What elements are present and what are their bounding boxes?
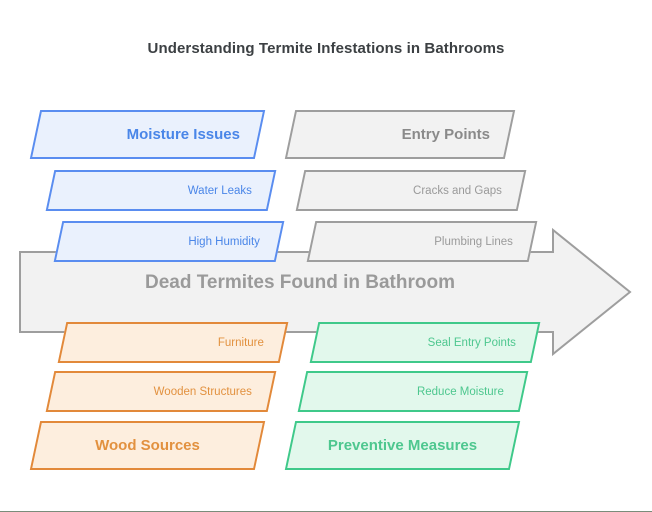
chip-label: Reduce Moisture: [417, 385, 504, 398]
center-label: Dead Termites Found in Bathroom: [144, 272, 455, 293]
chip-entry-points[interactable]: Entry Points: [284, 110, 516, 159]
chip-preventive-measures[interactable]: Preventive Measures: [284, 421, 521, 470]
chip-label: Entry Points: [401, 126, 490, 143]
chip-label: Moisture Issues: [126, 126, 240, 143]
chip-label: Furniture: [217, 336, 264, 349]
chip-cracks-and-gaps[interactable]: Cracks and Gaps: [295, 170, 527, 211]
chip-water-leaks[interactable]: Water Leaks: [45, 170, 277, 211]
chip-label: Cracks and Gaps: [413, 184, 502, 197]
chip-label: Seal Entry Points: [427, 336, 516, 349]
page-title: Understanding Termite Infestations in Ba…: [147, 40, 505, 57]
chip-label: High Humidity: [188, 235, 260, 248]
chip-plumbing-lines[interactable]: Plumbing Lines: [306, 221, 538, 262]
chip-label: Water Leaks: [187, 184, 252, 197]
chip-reduce-moisture[interactable]: Reduce Moisture: [297, 371, 529, 412]
chip-high-humidity[interactable]: High Humidity: [53, 221, 285, 262]
chip-label: Preventive Measures: [327, 437, 478, 454]
chip-label: Wood Sources: [95, 437, 200, 454]
chip-seal-entry-points[interactable]: Seal Entry Points: [309, 322, 541, 363]
chip-label: Plumbing Lines: [434, 235, 513, 248]
chip-furniture[interactable]: Furniture: [57, 322, 289, 363]
chip-moisture-issues[interactable]: Moisture Issues: [29, 110, 266, 159]
chip-wood-sources[interactable]: Wood Sources: [29, 421, 266, 470]
chip-label: Wooden Structures: [153, 385, 252, 398]
chip-wooden-structures[interactable]: Wooden Structures: [45, 371, 277, 412]
